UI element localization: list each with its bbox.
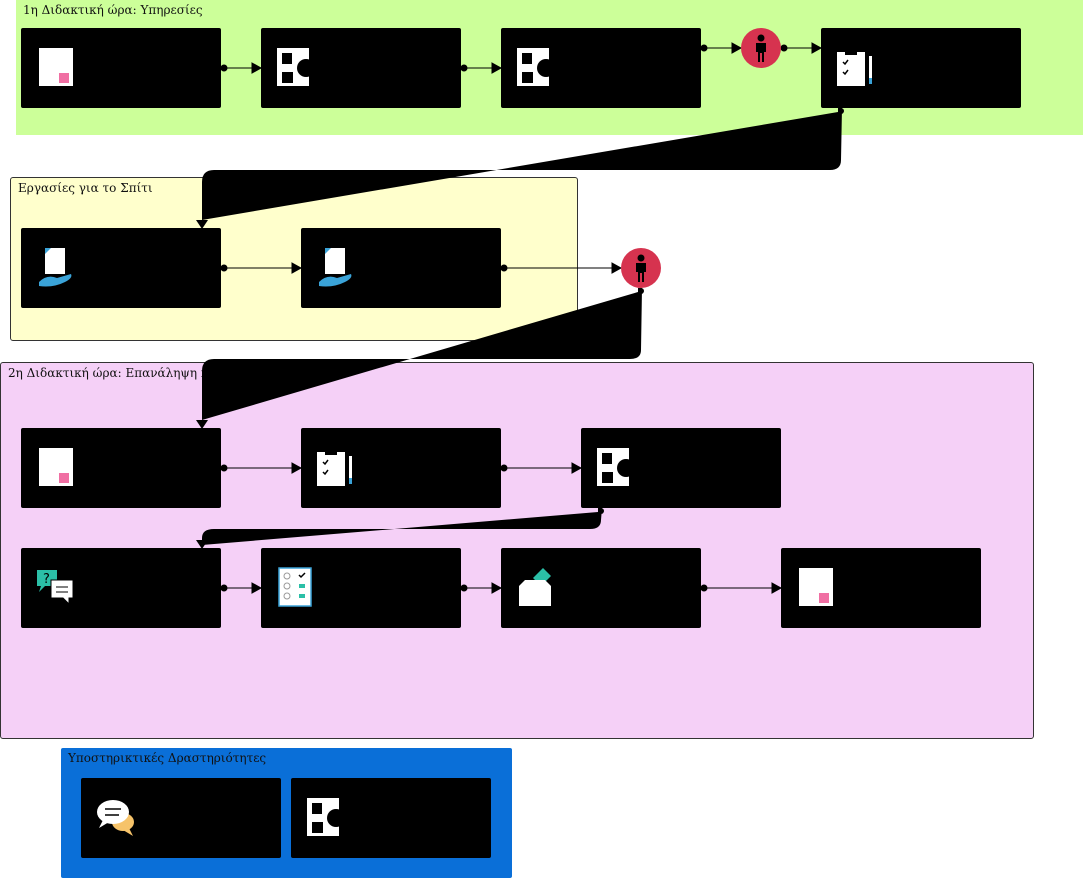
connector <box>220 262 303 274</box>
activity-card[interactable] <box>301 428 501 508</box>
group-title-support: Υποστηρικτικές Δραστηριότητες <box>68 751 267 765</box>
group-title-lesson1: 1η Διδακτική ώρα: Υπηρεσίες <box>23 3 203 17</box>
connector <box>500 462 583 474</box>
connector <box>220 62 263 74</box>
connector <box>460 62 503 74</box>
connector <box>700 42 743 54</box>
shapes-icon <box>307 798 345 836</box>
wrap-connector <box>202 288 642 420</box>
connector <box>220 582 263 594</box>
connector <box>460 582 503 594</box>
activity-card[interactable] <box>261 28 461 108</box>
activity-card[interactable] <box>81 778 281 858</box>
activity-card[interactable] <box>581 428 781 508</box>
shapes-icon <box>597 448 635 486</box>
connector <box>700 582 783 594</box>
group-title-lesson2: 2η Διδακτική ώρα: Επανάληψη και Κίνδ <box>8 366 254 380</box>
wrap-connector <box>202 108 842 220</box>
activity-card[interactable] <box>301 228 501 308</box>
question-chat-icon: ? <box>37 570 74 606</box>
activity-card[interactable] <box>501 548 701 628</box>
connector <box>220 462 303 474</box>
activity-card[interactable] <box>501 28 701 108</box>
shapes-icon <box>517 48 555 86</box>
activity-card[interactable] <box>21 428 221 508</box>
activity-card[interactable]: ? <box>21 548 221 628</box>
hand-document-icon <box>319 248 352 287</box>
svg-text:?: ? <box>43 572 50 587</box>
ballot-box-icon <box>519 568 551 606</box>
group-title-homework: Εργασίες για το Σπίτι <box>18 181 153 195</box>
person-icon[interactable] <box>741 28 781 68</box>
person-icon[interactable] <box>621 248 661 288</box>
document-icon <box>39 448 73 486</box>
hand-document-icon <box>39 248 72 287</box>
activity-card[interactable] <box>781 548 981 628</box>
document-icon <box>39 48 73 86</box>
activity-card[interactable] <box>291 778 491 858</box>
activity-card[interactable] <box>821 28 1021 108</box>
checklist-icon <box>278 567 312 607</box>
clipboard-icon <box>837 49 872 86</box>
activity-card[interactable] <box>21 28 221 108</box>
activity-card[interactable] <box>21 228 221 308</box>
document-icon <box>799 568 833 606</box>
connector <box>780 42 823 54</box>
clipboard-icon <box>317 449 352 486</box>
connector <box>500 262 623 274</box>
activity-card[interactable] <box>261 548 461 628</box>
shapes-icon <box>277 48 315 86</box>
wrap-connector <box>202 508 602 545</box>
chat-bubbles-icon <box>97 800 134 836</box>
